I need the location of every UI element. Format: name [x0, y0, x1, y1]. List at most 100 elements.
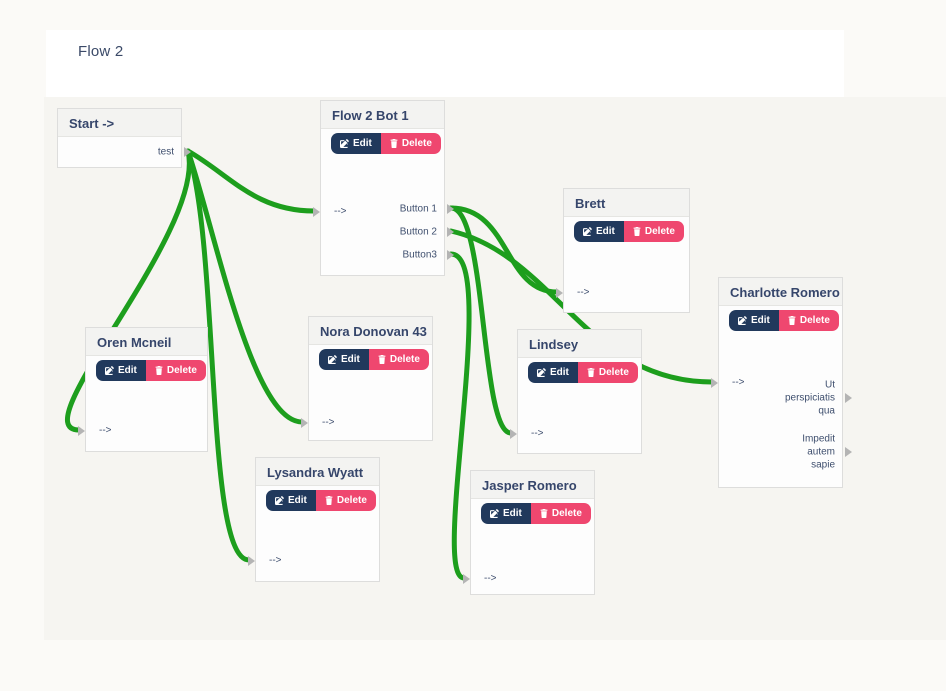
edit-button[interactable]: Edit — [96, 360, 146, 381]
delete-button[interactable]: Delete — [778, 310, 839, 331]
input-connector[interactable] — [301, 418, 308, 428]
delete-button[interactable]: Delete — [380, 133, 441, 154]
port-label: --> — [531, 428, 544, 439]
edit-button-label: Edit — [341, 354, 360, 365]
input-connector[interactable] — [78, 426, 85, 436]
port-label: Button 2 — [399, 226, 437, 238]
output-port: test — [58, 146, 191, 158]
input-port: --> — [78, 425, 209, 437]
edit-button[interactable]: Edit — [574, 221, 624, 242]
delete-button-label: Delete — [336, 495, 367, 506]
connection-start-test__nora-in[interactable] — [185, 148, 305, 425]
port-label: Ut perspiciatis qua — [784, 379, 835, 417]
input-connector[interactable] — [510, 429, 517, 439]
node-actions: Edit Delete — [574, 221, 684, 242]
output-port: Ut perspiciatis qua — [719, 380, 852, 417]
output-connector[interactable] — [447, 227, 454, 237]
flow-header: Flow 2 — [46, 30, 844, 97]
port-label: --> — [484, 573, 497, 584]
input-port: --> — [711, 377, 844, 389]
trash-icon — [390, 139, 398, 148]
node-actions: Edit Delete — [528, 362, 638, 383]
delete-button-label: Delete — [598, 367, 629, 378]
edit-button[interactable]: Edit — [481, 503, 531, 524]
output-connector[interactable] — [845, 447, 852, 457]
edit-button-label: Edit — [596, 226, 615, 237]
delete-button[interactable]: Delete — [530, 503, 591, 524]
delete-button[interactable]: Delete — [368, 349, 429, 370]
port-label: --> — [99, 425, 112, 436]
port-label: Button3 — [402, 249, 437, 261]
node-actions: Edit Delete — [266, 490, 376, 511]
node-actions: Edit Delete — [331, 133, 441, 154]
trash-icon — [155, 366, 163, 375]
port-label: test — [157, 146, 174, 158]
port-label: --> — [269, 555, 282, 566]
trash-icon — [378, 355, 386, 364]
flow-node-nora[interactable]: Nora Donovan 43 Edit Delete --> — [301, 316, 434, 441]
input-connector[interactable] — [463, 574, 470, 584]
delete-button-label: Delete — [551, 508, 582, 519]
connection-flow2bot1-Button-2__charlotte-in[interactable] — [448, 228, 715, 385]
input-port: --> — [556, 287, 691, 299]
delete-button[interactable]: Delete — [577, 362, 638, 383]
edit-button[interactable]: Edit — [319, 349, 369, 370]
delete-button[interactable]: Delete — [623, 221, 684, 242]
edit-button-label: Edit — [550, 367, 569, 378]
output-connector[interactable] — [447, 250, 454, 260]
output-port: Button 1 — [321, 203, 454, 215]
pen-square-icon — [738, 316, 747, 325]
pen-square-icon — [105, 366, 114, 375]
connection-start-test__lysandra-in[interactable] — [185, 148, 252, 563]
node-actions: Edit Delete — [481, 503, 591, 524]
edit-button[interactable]: Edit — [266, 490, 316, 511]
output-connector[interactable] — [184, 147, 191, 157]
node-title: Lysandra Wyatt — [256, 458, 379, 486]
input-port: --> — [301, 417, 434, 429]
port-label: Impedit autem sapie — [802, 433, 835, 471]
delete-button-label: Delete — [389, 354, 420, 365]
flow-node-flow2bot1[interactable]: Flow 2 Bot 1 Edit Delete -->Button 1 Button … — [313, 100, 454, 276]
edit-button-label: Edit — [503, 508, 522, 519]
edit-button[interactable]: Edit — [528, 362, 578, 383]
output-connector[interactable] — [845, 393, 852, 403]
connection-start-test__oren-in[interactable] — [64, 148, 192, 433]
delete-button-label: Delete — [166, 365, 197, 376]
node-title: Flow 2 Bot 1 — [321, 101, 444, 129]
trash-icon — [325, 496, 333, 505]
node-title: Lindsey — [518, 330, 641, 358]
input-port: --> — [313, 206, 446, 218]
delete-button-label: Delete — [644, 226, 675, 237]
delete-button[interactable]: Delete — [315, 490, 376, 511]
pen-square-icon — [490, 509, 499, 518]
edit-button-label: Edit — [353, 138, 372, 149]
input-connector[interactable] — [556, 288, 563, 298]
connection-flow2bot1-Button-1__brett-in[interactable] — [448, 205, 560, 295]
node-actions: Edit Delete — [319, 349, 429, 370]
node-title: Jasper Romero — [471, 471, 594, 499]
input-connector[interactable] — [313, 207, 320, 217]
edit-button[interactable]: Edit — [729, 310, 779, 331]
connection-flow2bot1-Button-1__lindsey-in[interactable] — [448, 205, 514, 436]
connection-flow2bot1-Button3__jasper-in[interactable] — [448, 251, 472, 581]
input-connector[interactable] — [711, 378, 718, 388]
connection-start-test__flow2bot1-in[interactable] — [185, 148, 317, 214]
edit-button[interactable]: Edit — [331, 133, 381, 154]
output-port: Button 2 — [321, 226, 454, 238]
output-connector[interactable] — [447, 204, 454, 214]
flow-node-start[interactable]: Start ->test — [57, 108, 191, 168]
delete-button[interactable]: Delete — [145, 360, 206, 381]
input-connector[interactable] — [248, 556, 255, 566]
flow-title: Flow 2 — [78, 43, 124, 60]
pen-square-icon — [583, 227, 592, 236]
edit-button-label: Edit — [288, 495, 307, 506]
node-title: Charlotte Romero — [719, 278, 842, 306]
node-title: Nora Donovan 43 — [309, 317, 432, 345]
